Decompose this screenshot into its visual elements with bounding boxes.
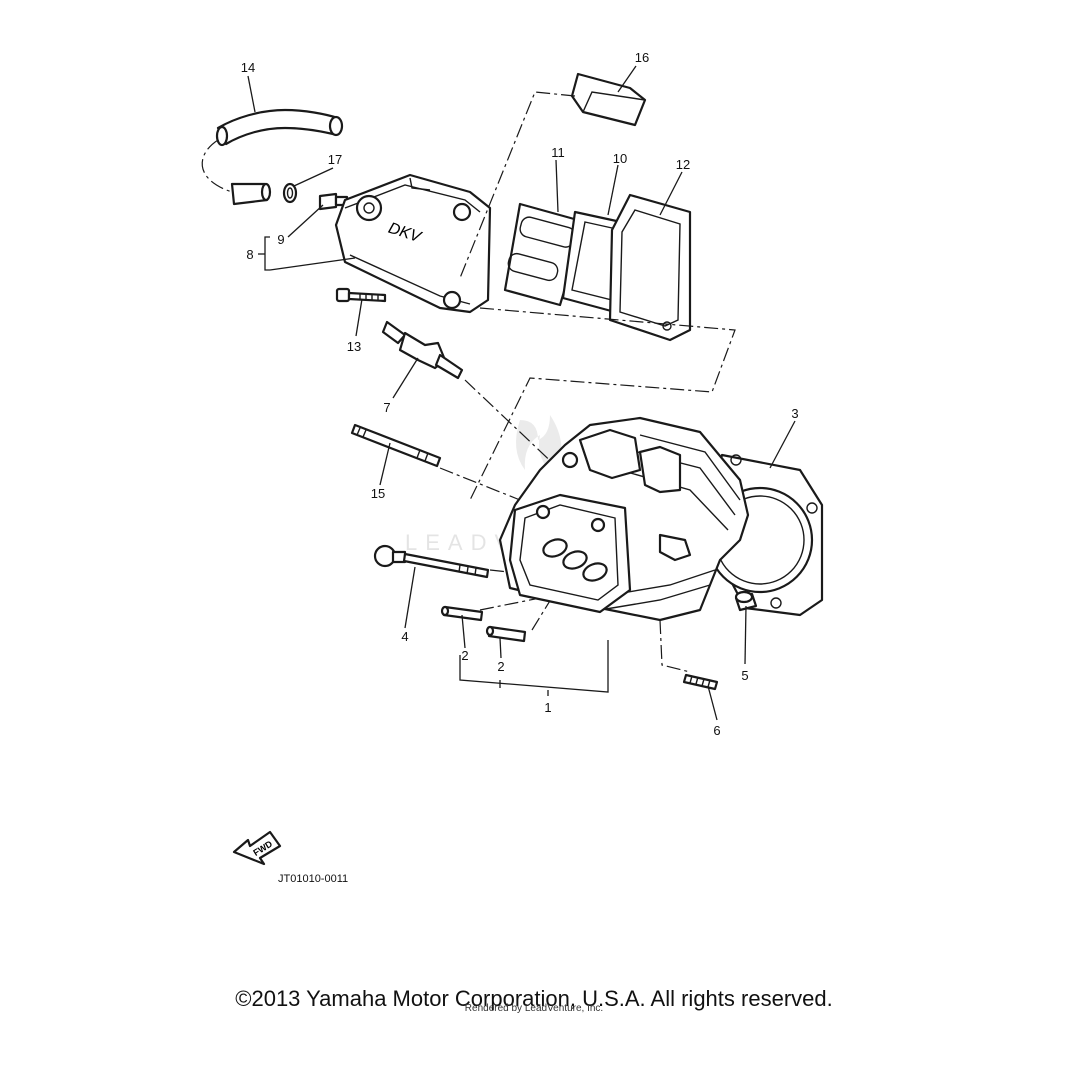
cylinder-head (498, 416, 750, 622)
callout-17: 17 (328, 152, 342, 167)
cover-bolt (335, 287, 387, 303)
dowel-pin-a (440, 605, 484, 622)
copyright-notice: ©2013 Yamaha Motor Corporation, U.S.A. A… (235, 986, 833, 1011)
leader-lines (247, 65, 796, 721)
callout-15: 15 (371, 486, 385, 501)
callout-5: 5 (741, 668, 748, 683)
diagram-code: JT01010-0011 (278, 873, 348, 885)
stud-6 (682, 673, 719, 691)
stud-short-5 (734, 590, 758, 612)
stud-bolt-long (350, 423, 442, 468)
callout-14: 14 (241, 60, 255, 75)
hose-fitting (230, 182, 272, 206)
cover-seal (570, 72, 647, 127)
hose-clip (282, 182, 298, 204)
head-bolt (373, 544, 490, 579)
callout-11: 11 (551, 145, 565, 160)
callouts: 1 2 2 3 4 5 6 7 8 9 10 11 12 13 14 15 16… (241, 50, 799, 738)
callout-12: 12 (676, 157, 690, 172)
callout-3: 3 (791, 406, 798, 421)
callout-9: 9 (277, 232, 284, 247)
callout-10: 10 (613, 151, 627, 166)
callout-6: 6 (713, 723, 720, 738)
hose-route-line (201, 139, 233, 193)
breather-hose (215, 108, 344, 147)
rendered-by-note: Rendered by LeadVenture, Inc. (464, 1003, 604, 1014)
callout-7: 7 (383, 400, 390, 415)
callout-2a: 2 (461, 648, 468, 663)
fwd-arrow-icon: FWD (232, 830, 282, 866)
callout-2b: 2 (497, 659, 504, 674)
callout-4: 4 (401, 629, 408, 644)
callout-13: 13 (347, 339, 361, 354)
callout-16: 16 (635, 50, 649, 65)
callout-8: 8 (246, 247, 253, 262)
spark-plug (381, 320, 464, 380)
cover-gasket-12 (608, 193, 692, 342)
dowel-pin-b (485, 625, 527, 643)
cylinder-head-cover: DKV (334, 173, 492, 314)
callout-1: 1 (544, 700, 551, 715)
